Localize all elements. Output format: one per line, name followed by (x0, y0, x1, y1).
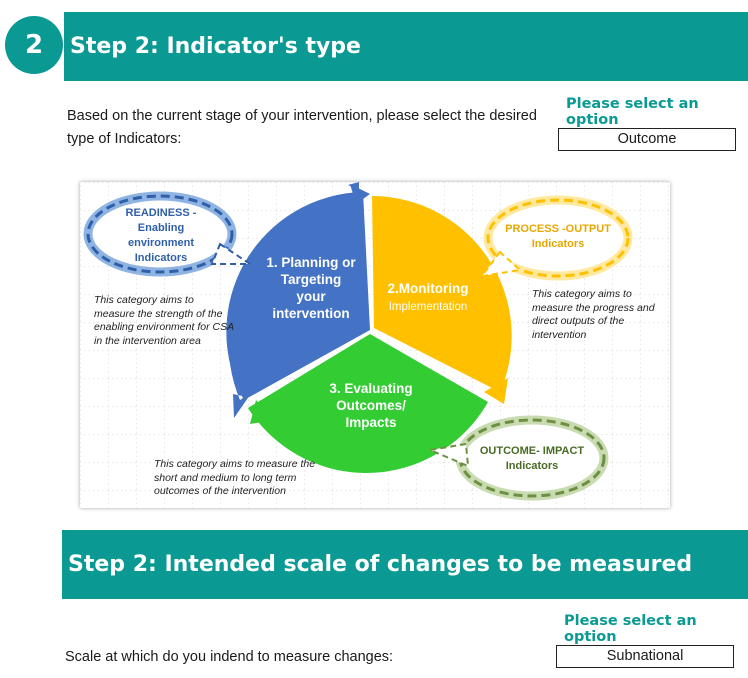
readiness-bubble-label: READINESS - Enabling environment Indicat… (125, 207, 197, 264)
monitoring-segment-label: 2.Monitoring (387, 281, 469, 296)
cycle-diagram-graphic (80, 182, 670, 508)
step-scale-header: Step 2: Intended scale of changes to be … (62, 530, 748, 599)
outcome-note: This category aims to measure the short … (154, 458, 316, 497)
step-indicator-type-header: Step 2: Indicator's type (64, 12, 748, 81)
process-note: This category aims to measure the progre… (532, 288, 655, 341)
readiness-bubble-tail (210, 242, 254, 265)
scale-select[interactable]: Subnational (556, 645, 734, 668)
indicator-type-prompt: Based on the current stage of your inter… (67, 108, 537, 147)
monitoring-segment-sublabel: Implementation (388, 301, 468, 313)
step-scale-title: Step 2: Intended scale of changes to be … (68, 552, 693, 577)
step-number-badge: 2 (5, 16, 63, 74)
indicator-cycle-diagram: 1. Planning or Targeting your interventi… (80, 182, 670, 508)
indicator-type-select[interactable]: Outcome (558, 128, 736, 151)
process-bubble-label: PROCESS -OUTPUT Indicators (505, 223, 611, 250)
readiness-bubble-dash (86, 194, 234, 274)
outcome-bubble-tail (426, 442, 470, 468)
monitoring-arrowhead (484, 378, 508, 404)
planning-arrowhead (350, 184, 370, 204)
evaluating-arrowhead (250, 400, 274, 424)
evaluating-segment-label: 3. Evaluating Outcomes/ Impacts (329, 381, 413, 430)
evaluating-segment (248, 334, 488, 473)
indicator-type-select-hint: Please select an option (566, 96, 699, 128)
process-bubble-tail (479, 250, 523, 278)
planning-segment-fill (226, 192, 370, 400)
readiness-note: This category aims to measure the streng… (94, 294, 234, 347)
scale-prompt: Scale at which do you indend to measure … (65, 649, 394, 665)
outcome-bubble-label: OUTCOME- IMPACT Indicators (479, 445, 585, 472)
planning-segment-label: 1. Planning or Targeting your interventi… (266, 255, 356, 321)
monitoring-segment (372, 196, 512, 392)
scale-select-hint: Please select an option (564, 613, 697, 645)
step-indicator-type-title: Step 2: Indicator's type (70, 34, 361, 59)
process-bubble-dash (486, 198, 630, 278)
